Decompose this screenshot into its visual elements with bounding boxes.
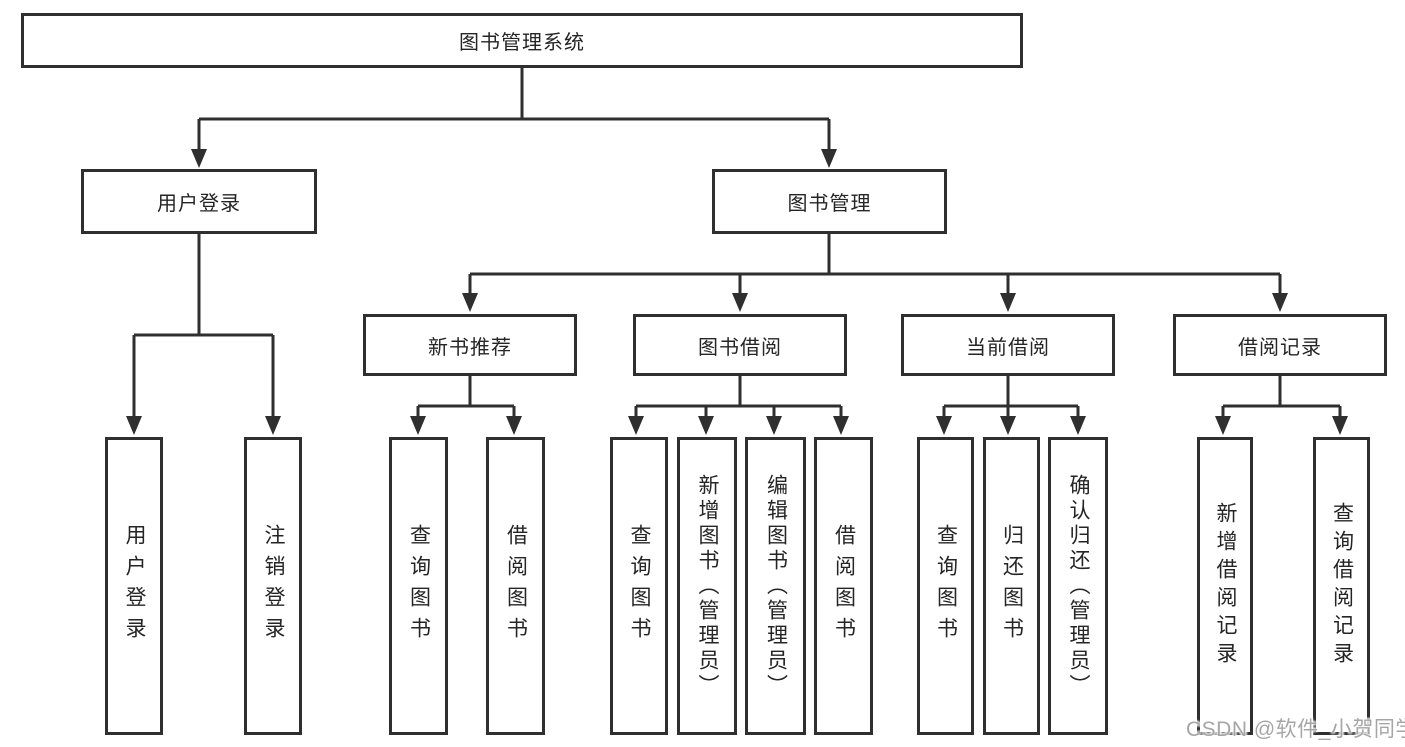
node-label: 查询图书 <box>407 524 431 648</box>
node-cb-return-book: 归还图书 <box>983 437 1040 735</box>
node-label: 查询图书 <box>934 524 958 648</box>
node-bb-borrow-book: 借阅图书 <box>814 437 873 735</box>
node-cb-query-book: 查询图书 <box>917 437 974 735</box>
node-cb-confirm-return: 确认归还（管理员） <box>1048 437 1108 735</box>
node-label: 当前借阅 <box>966 336 1050 359</box>
node-label: 查询图书 <box>628 524 651 648</box>
node-label: 图书借阅 <box>698 336 782 359</box>
node-leaf-logout: 注销登录 <box>244 437 302 735</box>
node-label: 确认归还（管理员） <box>1067 473 1090 699</box>
node-label: 借阅图书 <box>832 524 856 648</box>
node-new-book-recommend: 新书推荐 <box>363 314 577 376</box>
node-leaf-user-login: 用户登录 <box>105 437 163 735</box>
node-label: 借阅图书 <box>504 524 528 648</box>
node-nb-borrow-book: 借阅图书 <box>486 437 545 735</box>
node-br-query-record: 查询借阅记录 <box>1313 437 1370 735</box>
node-label: 新增图书（管理员） <box>696 473 719 699</box>
node-nb-query-book: 查询图书 <box>389 437 448 735</box>
node-label: 新增借阅记录 <box>1214 502 1237 670</box>
node-label: 查询借阅记录 <box>1330 502 1354 670</box>
node-current-borrow: 当前借阅 <box>901 314 1115 376</box>
node-label: 图书管理系统 <box>459 32 585 54</box>
node-book-borrow: 图书借阅 <box>633 314 847 376</box>
node-label: 新书推荐 <box>428 336 512 359</box>
csdn-watermark: CSDN @软件_小贺同学 <box>1186 718 1405 741</box>
node-borrow-record: 借阅记录 <box>1173 314 1387 376</box>
node-label: 用户登录 <box>123 524 146 648</box>
node-user-login: 用户登录 <box>81 169 317 234</box>
node-library-system: 图书管理系统 <box>21 13 1023 68</box>
node-bb-query-book: 查询图书 <box>610 437 668 735</box>
arrowheads <box>126 149 1348 435</box>
node-label: 编辑图书（管理员） <box>764 473 788 699</box>
node-label: 图书管理 <box>787 193 872 215</box>
node-label: 归还图书 <box>1000 524 1024 648</box>
node-bb-add-book: 新增图书（管理员） <box>677 437 737 735</box>
node-label: 用户登录 <box>157 193 241 215</box>
node-book-management: 图书管理 <box>712 169 947 234</box>
node-label: 注销登录 <box>262 524 285 648</box>
node-label: 借阅记录 <box>1238 336 1322 359</box>
node-bb-edit-book: 编辑图书（管理员） <box>745 437 806 735</box>
node-br-add-record: 新增借阅记录 <box>1197 437 1253 735</box>
